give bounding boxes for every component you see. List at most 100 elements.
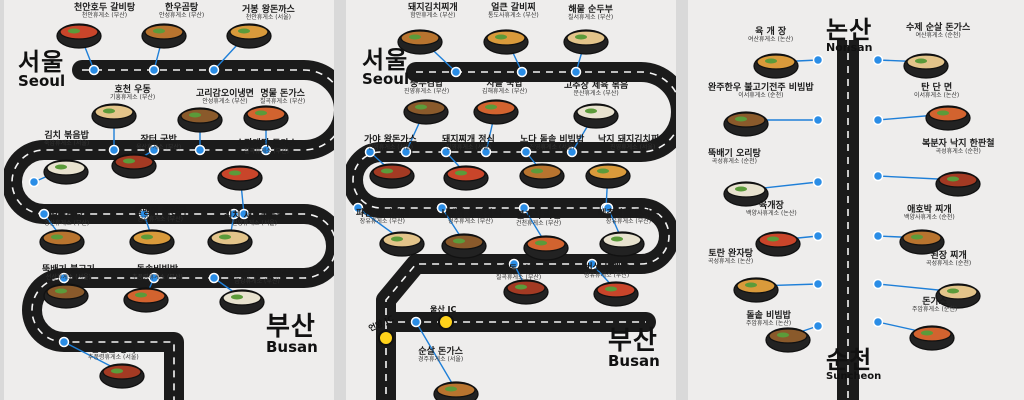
food-illustration — [723, 111, 769, 137]
dish-name: 돌솥비빔밥 — [136, 265, 179, 275]
dish-name: 시래기 된장정식 — [440, 209, 502, 219]
rest-area-name: 선산휴게소 (서울) — [45, 274, 92, 282]
food-illustration — [379, 231, 425, 257]
rest-stop-marker — [108, 144, 120, 156]
dish-name: 김치 새우볶음밥 — [224, 211, 286, 221]
food-illustration — [563, 29, 609, 55]
rest-stop-marker — [58, 336, 70, 348]
food-illustration — [899, 229, 945, 255]
dish-name: 가야 왕돈가스 — [364, 135, 417, 145]
city-start: 논산 Nonsan — [826, 16, 873, 54]
food-illustration — [935, 171, 981, 197]
road-map — [723, 40, 981, 400]
rest-area-name: 곡성휴게소 (논산) — [708, 258, 754, 266]
rest-stop-marker — [872, 316, 884, 328]
dish-name: 해물 순두부 — [568, 5, 613, 15]
rest-area-name: 진영휴게소 (서울) — [367, 144, 414, 152]
food-illustration — [91, 103, 137, 129]
rest-area-name: 천안휴게소 (부산) — [81, 12, 128, 20]
food-illustration — [111, 153, 157, 179]
rest-area-name: 진영휴게소 (서울) — [529, 144, 575, 152]
rest-stop-marker — [400, 146, 412, 158]
food-illustration — [473, 99, 519, 125]
city-end: 부산 Busan — [266, 312, 318, 356]
food-illustration — [369, 163, 415, 189]
dish-name: 거봉 왕돈까스 — [242, 5, 295, 15]
food-illustration — [755, 231, 801, 257]
rest-area-name: 진영휴게소 (서울) — [610, 144, 656, 152]
junction-dot — [438, 314, 454, 330]
rest-area-name: 여산휴게소 (순천) — [915, 32, 961, 40]
dish-name: 육개장 — [758, 201, 784, 211]
rest-area-name: 이서휴게소 (순천) — [738, 92, 784, 100]
rest-stop-marker — [208, 64, 220, 76]
rest-stop-marker — [872, 278, 884, 290]
rest-area-name: 진영휴게소 (서울) — [445, 144, 492, 152]
dish-name: 된장 찌개 — [930, 251, 967, 261]
rest-area-name: 진영휴게소 (부산) — [404, 88, 450, 96]
food-illustration — [441, 233, 487, 259]
rest-stop-marker — [872, 114, 884, 126]
rest-area-name: 주암휴게소 (순천) — [912, 306, 958, 314]
rest-area-name: 칠서휴게소 (부산) — [568, 14, 614, 22]
food-illustration — [519, 163, 565, 189]
rest-area-name: 함안휴게소 (부산) — [410, 12, 456, 20]
dish-name: 장터 국밥 — [140, 135, 177, 145]
stop-connector — [415, 321, 457, 391]
rest-area-name: 이서휴게소 (논산) — [914, 92, 960, 100]
food-illustration — [129, 229, 175, 255]
food-illustration — [141, 23, 187, 49]
rest-stop-marker — [872, 170, 884, 182]
food-illustration — [523, 235, 569, 261]
dish-name: 돼지김치찌개 — [408, 3, 458, 13]
rest-stop-marker — [260, 144, 272, 156]
rest-stop-marker — [450, 66, 462, 78]
food-illustration — [573, 103, 619, 129]
rest-stop-marker — [410, 316, 422, 328]
dish-name: 스파게티 돈가스 — [236, 139, 298, 149]
rest-area-name: 김해휴게소 (부산) — [482, 88, 528, 96]
rest-stop-marker — [228, 208, 240, 220]
dish-name: 메추리알 돈가스 — [598, 209, 660, 219]
dish-name: 금강도리뱅뱅정식 — [224, 269, 291, 279]
food-illustration — [43, 283, 89, 309]
rest-stop-marker — [508, 258, 520, 270]
dish-name: 한우곰탕 — [165, 3, 199, 13]
rest-area-name: 기흥휴게소 (부산) — [110, 94, 156, 102]
food-illustration — [219, 289, 265, 315]
rest-area-name: 추풍령휴게소 (서울) — [88, 354, 139, 362]
rest-area-name: 장유휴게소 (부산) — [605, 218, 652, 226]
dish-name: 버섯 육개장 — [584, 263, 629, 273]
dish-name: 차돌 식당 — [500, 265, 537, 275]
food-illustration — [99, 363, 145, 389]
junction-label: 울산 JC — [430, 305, 457, 314]
rest-area-name: 칠곡휴게소 (부산) — [496, 274, 542, 282]
rest-stop-marker — [148, 64, 160, 76]
rest-area-name: 곡성휴게소 (순천) — [926, 260, 972, 268]
rest-stop-marker — [516, 66, 528, 78]
rest-area-name: 문산휴게소 (부산) — [573, 90, 619, 98]
road-map — [346, 29, 676, 400]
food-illustration — [217, 165, 263, 191]
